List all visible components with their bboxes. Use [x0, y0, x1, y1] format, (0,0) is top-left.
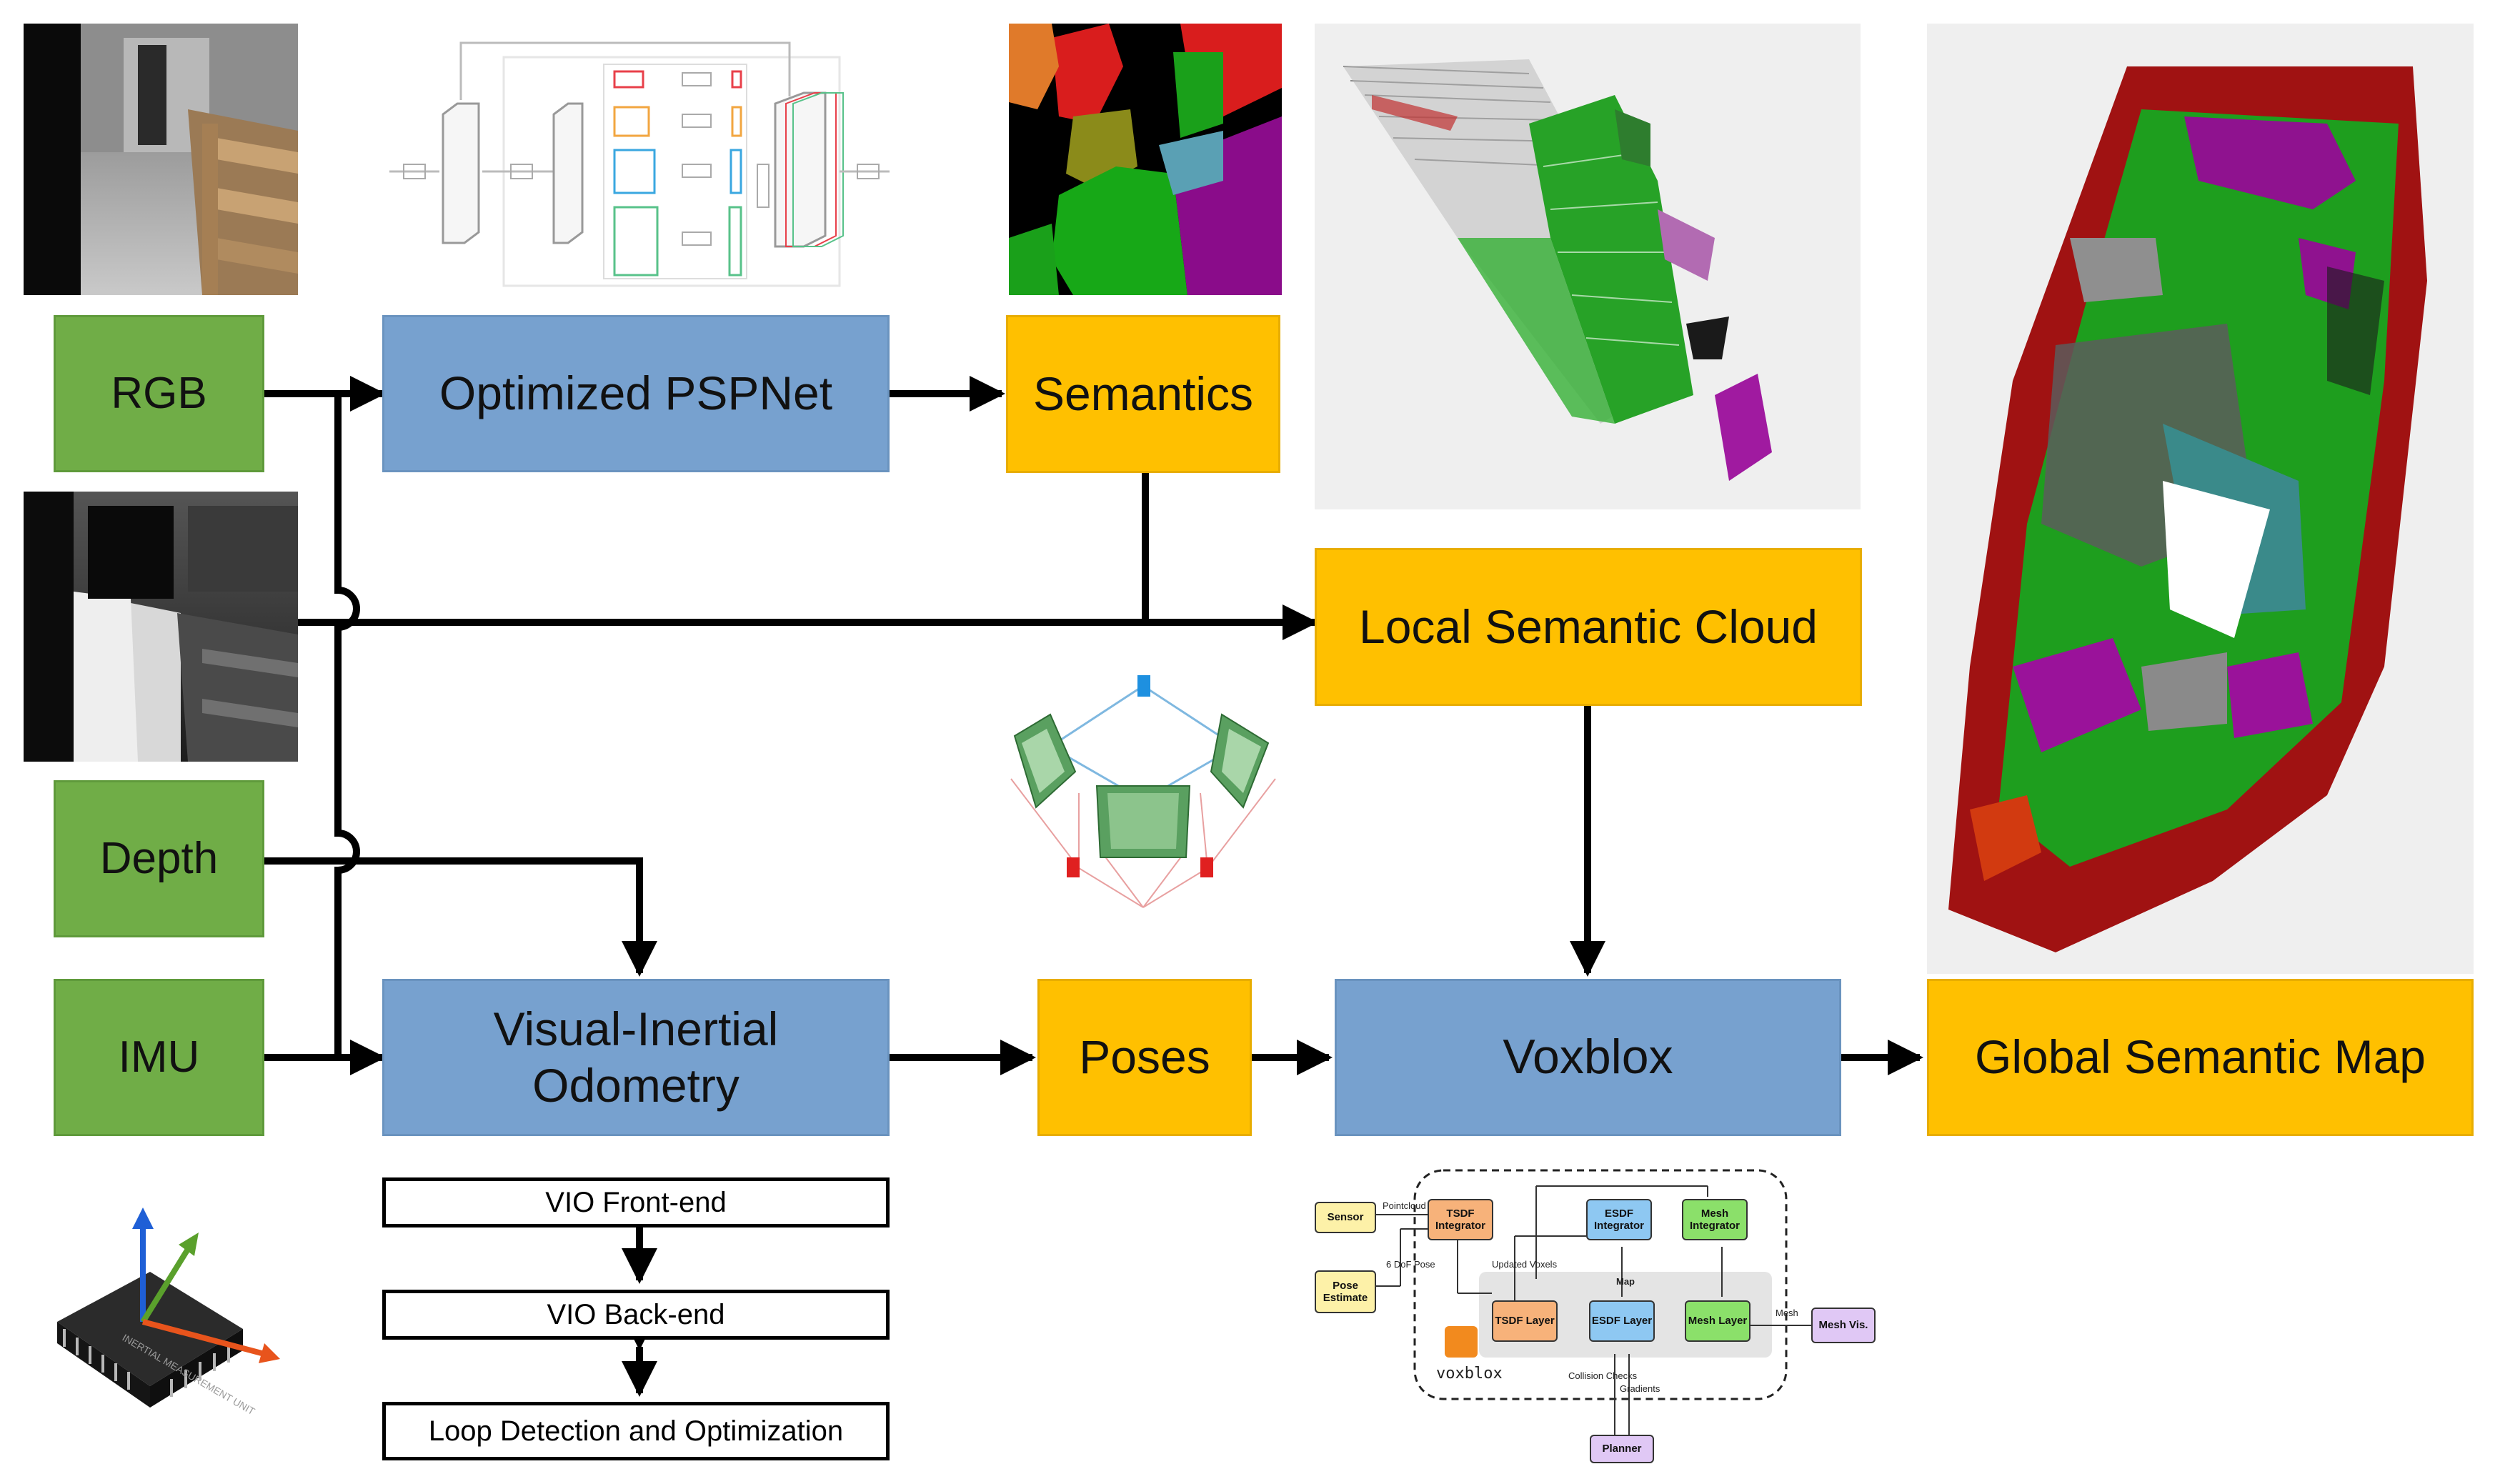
voxblox-logo-icon	[1445, 1326, 1478, 1358]
vx-pose-label: 6 DoF Pose	[1386, 1259, 1435, 1270]
vx-planner-node: Planner	[1590, 1435, 1654, 1463]
depth-image	[24, 492, 298, 762]
vx-tsdf-integrator-node: TSDF Integrator	[1428, 1199, 1493, 1240]
voxblox-architecture: Sensor Pose Estimate TSDF Integrator ESD…	[1308, 1165, 1879, 1465]
vx-updated-voxels-label: Updated Voxels	[1492, 1259, 1558, 1270]
voxblox-node: Voxblox	[1335, 979, 1841, 1136]
depth-input-node: Depth	[54, 780, 264, 937]
loop-detection-node: Loop Detection and Optimization	[382, 1402, 890, 1460]
vx-pose-estimate-node: Pose Estimate	[1315, 1270, 1376, 1313]
vx-mesh-vis-node: Mesh Vis.	[1811, 1308, 1876, 1343]
local-semantic-cloud-node: Local Semantic Cloud	[1315, 548, 1862, 706]
vio-node-line1: Visual-Inertial	[493, 1002, 779, 1055]
vx-pointcloud-label: Pointcloud	[1383, 1200, 1426, 1211]
pspnet-architecture-image	[389, 36, 890, 289]
poses-node: Poses	[1037, 979, 1252, 1136]
vx-mesh-edge-label: Mesh	[1776, 1308, 1798, 1318]
vio-frontend-node: VIO Front-end	[382, 1177, 890, 1227]
global-map-image	[1927, 24, 2474, 974]
local-cloud-image	[1315, 24, 1861, 509]
imu-input-node: IMU	[54, 979, 264, 1136]
semantics-image	[1009, 24, 1282, 295]
rgb-image	[24, 24, 298, 295]
vx-gradients-label: Gradients	[1620, 1383, 1660, 1394]
vio-node-line2: Odometry	[532, 1059, 739, 1112]
vx-mesh-layer-node: Mesh Layer	[1685, 1300, 1751, 1342]
vio-node: Visual-Inertial Odometry	[382, 979, 890, 1136]
vx-collision-label: Collision Checks	[1568, 1370, 1638, 1381]
vio-backend-node: VIO Back-end	[382, 1290, 890, 1340]
vx-logo-text: voxblox	[1436, 1365, 1503, 1383]
vx-sensor-node: Sensor	[1315, 1202, 1376, 1233]
vx-esdf-integrator-node: ESDF Integrator	[1586, 1199, 1652, 1240]
global-semantic-map-node: Global Semantic Map	[1927, 979, 2474, 1136]
pose-graph-image	[1007, 664, 1279, 922]
semantics-node: Semantics	[1006, 315, 1280, 473]
vx-mesh-integrator-node: Mesh Integrator	[1682, 1199, 1748, 1240]
pspnet-node: Optimized PSPNet	[382, 315, 890, 472]
vx-esdf-layer-node: ESDF Layer	[1589, 1300, 1655, 1342]
imu-chip-image: INERTIAL MEASUREMENT UNIT	[36, 1193, 293, 1429]
vx-tsdf-layer-node: TSDF Layer	[1492, 1300, 1558, 1342]
rgb-input-node: RGB	[54, 315, 264, 472]
vx-map-label: Map	[1616, 1276, 1635, 1287]
